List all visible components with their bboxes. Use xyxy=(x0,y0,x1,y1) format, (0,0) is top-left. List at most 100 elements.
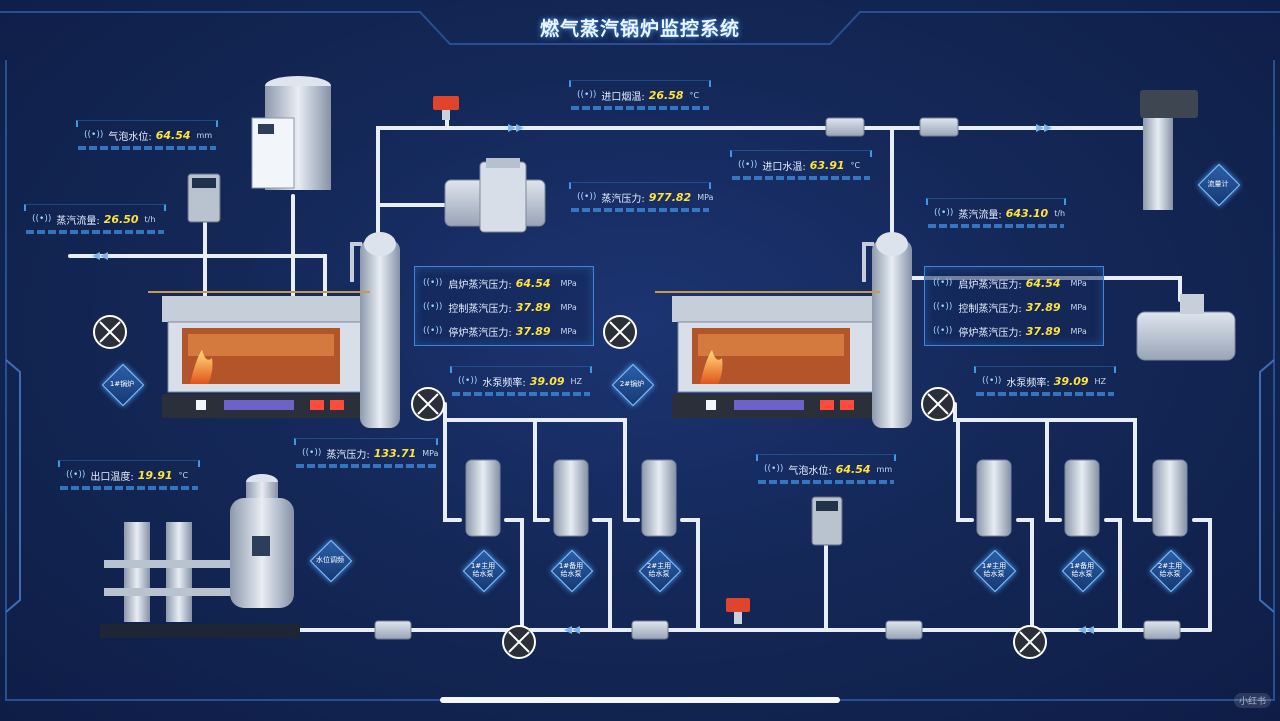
readout-label: 气泡水位: xyxy=(788,465,832,477)
signal-icon: ((•)) xyxy=(32,214,52,224)
readout-label: 蒸汽压力: xyxy=(326,449,370,461)
signal-icon: ((•)) xyxy=(764,464,784,474)
readout-unit: t/h xyxy=(144,214,156,224)
steam-pressure-readout-mid: ((•)) 蒸汽压力: 133.71 MPa xyxy=(294,438,439,468)
badge-label: 1#主用给水泵 xyxy=(981,562,1007,578)
panel-row-unit: MPa xyxy=(1070,302,1087,312)
home-indicator-bar[interactable] xyxy=(440,697,840,703)
signal-icon: ((•)) xyxy=(577,90,597,100)
readout-label: 水泵频率: xyxy=(482,377,526,389)
readout-value: 977.82 xyxy=(648,190,692,204)
badge-label: 2#主用给水泵 xyxy=(646,562,672,578)
badge-label: 1#锅炉 xyxy=(109,380,135,388)
panel-row-label: 控制蒸汽压力: xyxy=(958,303,1022,315)
readout-label: 进口烟温: xyxy=(601,91,645,103)
panel-row: ((•)) 启炉蒸汽压力:64.54 MPa xyxy=(415,273,593,293)
steam-pressure-readout-top: ((•)) 蒸汽压力: 977.82 MPa xyxy=(569,182,713,212)
watermark: 小红书 xyxy=(1234,693,1272,708)
badge-label: 2#主用给水泵 xyxy=(1157,562,1183,578)
readout-unit: HZ xyxy=(570,376,583,386)
readout-value: 39.09 xyxy=(529,374,565,388)
readout-unit: t/h xyxy=(1054,208,1066,218)
panel-row-value: 64.54 xyxy=(515,276,551,290)
gas-detector-top xyxy=(433,96,459,120)
panel-row-label: 控制蒸汽压力: xyxy=(448,303,512,315)
badge-label: 2#锅炉 xyxy=(619,380,645,388)
readout-unit: HZ xyxy=(1094,376,1107,386)
panel-row-value: 37.89 xyxy=(515,300,551,314)
panel-row-unit: MPa xyxy=(560,302,577,312)
panel-row-unit: MPa xyxy=(560,326,577,336)
readout-value: 133.71 xyxy=(373,446,417,460)
pump-badge-4[interactable]: 1#主用给水泵 xyxy=(973,549,1017,593)
inlet-water-temp-readout: ((•)) 进口水温: 63.91 °C xyxy=(730,150,872,180)
signal-icon: ((•)) xyxy=(302,448,322,458)
readout-label: 气泡水位: xyxy=(108,131,152,143)
readout-label: 水泵频率: xyxy=(1006,377,1050,389)
readout-value: 19.91 xyxy=(137,468,173,482)
readout-unit: °C xyxy=(850,160,861,170)
signal-icon: ((•)) xyxy=(933,326,953,336)
readout-value: 64.54 xyxy=(155,128,191,142)
badge-label: 1#主用给水泵 xyxy=(470,562,496,578)
pump-frequency-readout-2: ((•)) 水泵频率: 39.09 HZ xyxy=(974,366,1116,396)
boiler-2-badge[interactable]: 2#锅炉 xyxy=(611,363,655,407)
readout-value: 64.54 xyxy=(835,462,871,476)
flowmeter-badge[interactable]: 流量计 xyxy=(1197,163,1241,207)
signal-icon: ((•)) xyxy=(934,208,954,218)
signal-icon: ((•)) xyxy=(423,326,443,336)
readout-unit: mm xyxy=(876,464,893,474)
panel-row-unit: MPa xyxy=(560,278,577,288)
readout-label: 蒸汽流量: xyxy=(56,215,100,227)
pump-badge-3[interactable]: 2#主用给水泵 xyxy=(638,549,682,593)
panel-row-label: 停炉蒸汽压力: xyxy=(958,327,1022,339)
readout-unit: °C xyxy=(178,470,189,480)
readout-label: 出口温度: xyxy=(90,471,134,483)
inlet-smoke-temp-readout: ((•)) 进口烟温: 26.58 °C xyxy=(569,80,711,110)
flow-sensor xyxy=(1140,90,1198,210)
readout-value: 39.09 xyxy=(1053,374,1089,388)
boiler-2 xyxy=(672,232,912,428)
control-keypads xyxy=(187,173,843,546)
signal-icon: ((•)) xyxy=(84,130,104,140)
panel-row-unit: MPa xyxy=(1070,326,1087,336)
panel-row-label: 启炉蒸汽压力: xyxy=(448,279,512,291)
steam-flow-readout-2: ((•)) 蒸汽流量: 643.10 t/h xyxy=(926,198,1066,228)
signal-icon: ((•)) xyxy=(933,302,953,312)
pump-frequency-readout-1: ((•)) 水泵频率: 39.09 HZ xyxy=(450,366,592,396)
water-tank-badge[interactable]: 水位调频 xyxy=(309,539,353,583)
pump-badge-5[interactable]: 1#备用给水泵 xyxy=(1061,549,1105,593)
flow-arrows xyxy=(92,124,1094,634)
boiler-1 xyxy=(162,232,400,428)
signal-icon: ((•)) xyxy=(423,278,443,288)
steam-drum xyxy=(251,76,331,190)
water-treatment-unit xyxy=(100,474,300,638)
readout-unit: MPa xyxy=(422,448,439,458)
readout-value: 26.50 xyxy=(103,212,139,226)
signal-icon: ((•)) xyxy=(423,302,443,312)
signal-icon: ((•)) xyxy=(458,376,478,386)
readout-value: 643.10 xyxy=(1005,206,1049,220)
readout-label: 蒸汽压力: xyxy=(601,193,645,205)
boiler-1-badge[interactable]: 1#锅炉 xyxy=(101,363,145,407)
condensate-tank xyxy=(1136,294,1236,361)
signal-icon: ((•)) xyxy=(933,278,953,288)
signal-icon: ((•)) xyxy=(577,192,597,202)
signal-icon: ((•)) xyxy=(66,470,86,480)
outlet-temp-readout: ((•)) 出口温度: 19.91 °C xyxy=(58,460,200,490)
pump-badge-2[interactable]: 1#备用给水泵 xyxy=(550,549,594,593)
fan-icons xyxy=(93,315,1047,659)
badge-label: 1#备用给水泵 xyxy=(1069,562,1095,578)
readout-unit: °C xyxy=(689,90,700,100)
readout-value: 63.91 xyxy=(809,158,845,172)
readout-value: 26.58 xyxy=(648,88,684,102)
pump-badge-1[interactable]: 1#主用给水泵 xyxy=(462,549,506,593)
pump-badge-6[interactable]: 2#主用给水泵 xyxy=(1149,549,1193,593)
